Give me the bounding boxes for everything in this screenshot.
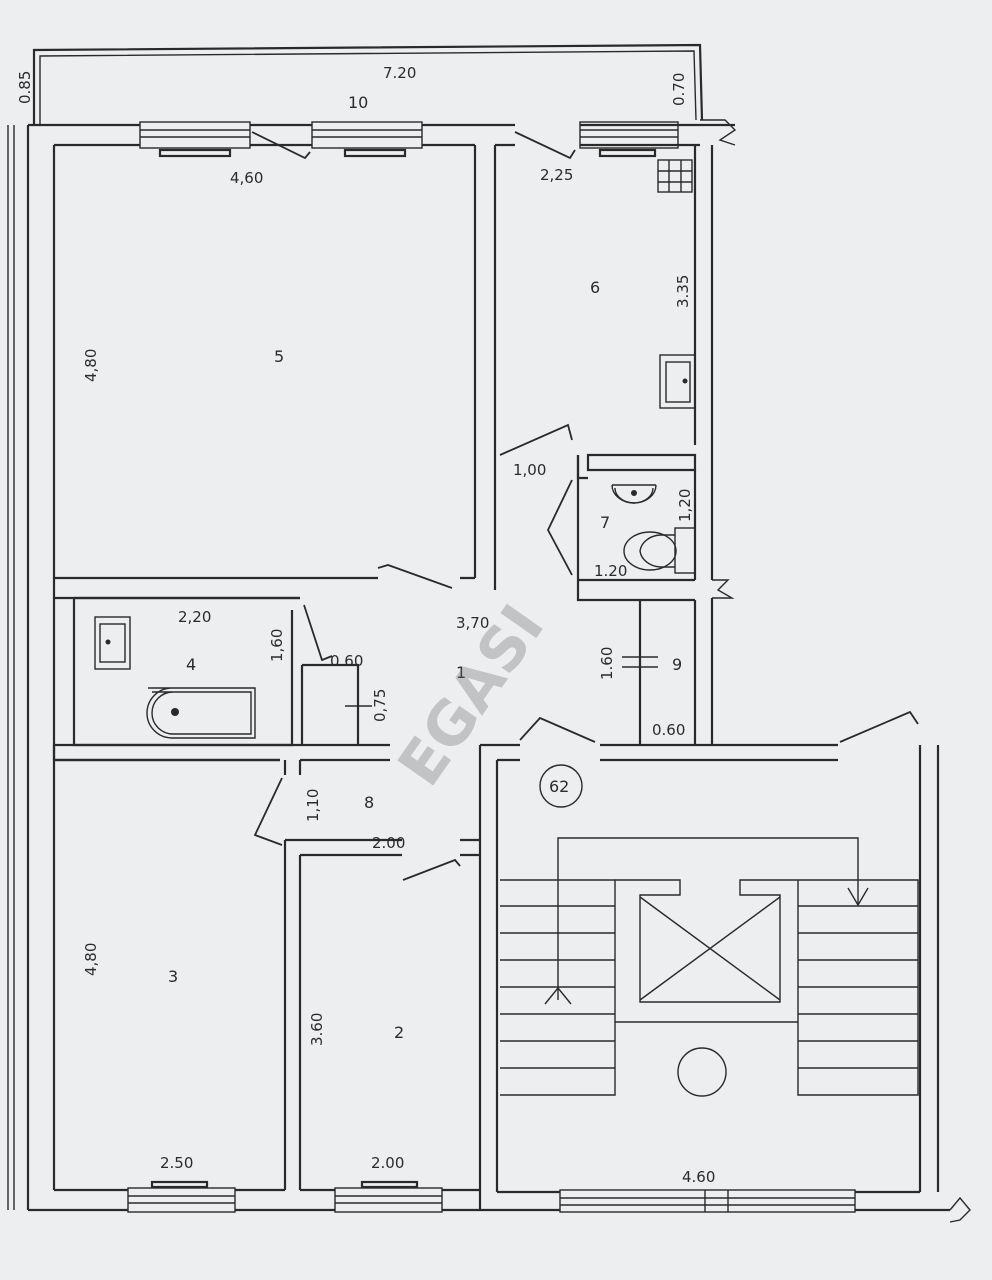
room-label-5: 5 bbox=[274, 347, 284, 366]
dim-balcony-right: 0.70 bbox=[670, 73, 688, 106]
dim-room6-width: 2,25 bbox=[540, 166, 573, 184]
dim-balcony-width: 7.20 bbox=[383, 64, 416, 82]
room-label-4: 4 bbox=[186, 655, 196, 674]
dim-corridor-width: 2.00 bbox=[372, 834, 405, 852]
dim-room2-width: 2.00 bbox=[371, 1154, 404, 1172]
dim-room5-depth: 4,80 bbox=[82, 349, 100, 382]
dim-room3-depth: 4,80 bbox=[82, 943, 100, 976]
dim-room3-width: 2.50 bbox=[160, 1154, 193, 1172]
room-label-9: 9 bbox=[672, 655, 682, 674]
labels: 62 10 5 6 7 4 1 9 8 3 2 7.20 0.85 0.70 4… bbox=[16, 64, 715, 1186]
dim-closet-depth: 0,75 bbox=[371, 689, 389, 722]
dim-balcony-left: 0.85 bbox=[16, 71, 34, 104]
dim-closet-width: 0.60 bbox=[330, 652, 363, 670]
dim-bath-width: 2,20 bbox=[178, 608, 211, 626]
dim-store-width: 0.60 bbox=[652, 721, 685, 739]
dim-room6-door: 1,00 bbox=[513, 461, 546, 479]
dim-store-depth: 1.60 bbox=[598, 647, 616, 680]
doors bbox=[251, 131, 919, 881]
dim-stair-width: 4.60 bbox=[682, 1168, 715, 1186]
stair-tag: 62 bbox=[549, 777, 569, 796]
dim-wc-depth: 1,20 bbox=[676, 489, 694, 522]
dim-bath-depth: 1,60 bbox=[268, 629, 286, 662]
dim-room5-width: 4,60 bbox=[230, 169, 263, 187]
room-label-2: 2 bbox=[394, 1023, 404, 1042]
room-label-1: 1 bbox=[456, 663, 466, 682]
staircase bbox=[500, 764, 919, 1097]
dim-wc-width: 1.20 bbox=[594, 562, 627, 580]
dim-hall-width: 3,70 bbox=[456, 614, 489, 632]
dim-room2-depth: 3.60 bbox=[308, 1013, 326, 1046]
room-label-10: 10 bbox=[348, 93, 368, 112]
dim-room6-depth: 3.35 bbox=[674, 275, 692, 308]
windows bbox=[127, 121, 856, 1213]
fixtures bbox=[94, 159, 696, 739]
room-label-7: 7 bbox=[600, 513, 610, 532]
dim-corridor-depth: 1,10 bbox=[304, 789, 322, 822]
room-label-6: 6 bbox=[590, 278, 600, 297]
room-label-3: 3 bbox=[168, 967, 178, 986]
room-label-8: 8 bbox=[364, 793, 374, 812]
